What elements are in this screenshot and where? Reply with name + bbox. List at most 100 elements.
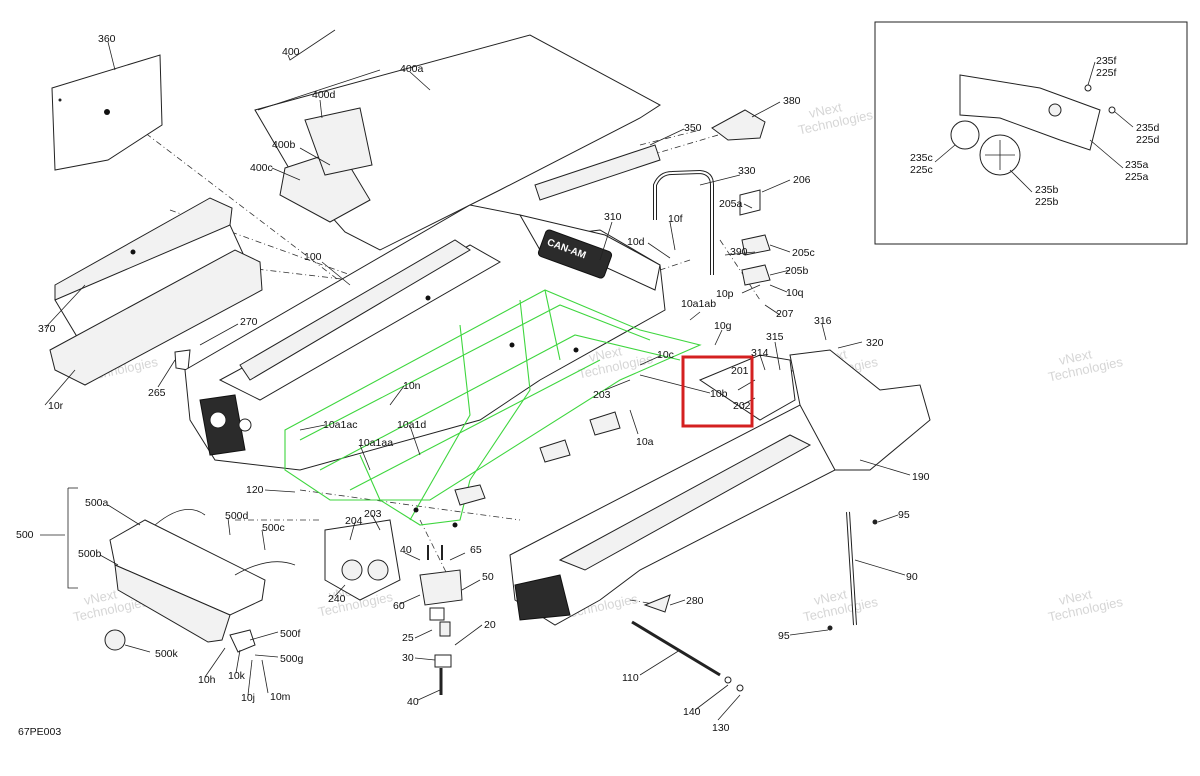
callout-95[interactable]: 95 [778, 630, 790, 642]
callout-10n[interactable]: 10n [403, 380, 421, 392]
diagram-code: 67PE003 [18, 726, 61, 738]
callout-20[interactable]: 20 [484, 619, 496, 631]
callout-316[interactable]: 316 [814, 315, 832, 327]
part-330-handle [653, 169, 771, 286]
callout-400d[interactable]: 400d [312, 89, 336, 101]
callout-370[interactable]: 370 [38, 323, 56, 335]
callout-10b[interactable]: 10b [710, 388, 728, 400]
callout-50[interactable]: 50 [482, 571, 494, 583]
watermark: vNext [1058, 586, 1094, 608]
callout-90[interactable]: 90 [906, 571, 918, 583]
callout-10r[interactable]: 10r [48, 400, 64, 412]
callout-10g[interactable]: 10g [714, 320, 732, 332]
callout-140[interactable]: 140 [683, 706, 701, 718]
callout-225a[interactable]: 225a [1125, 171, 1149, 183]
callout-201[interactable]: 201 [731, 365, 749, 377]
callout-265[interactable]: 265 [148, 387, 166, 399]
callout-315[interactable]: 315 [766, 331, 784, 343]
part-90-strut [827, 511, 878, 631]
callout-235d[interactable]: 235d [1136, 122, 1160, 134]
callout-10d[interactable]: 10d [627, 236, 645, 248]
callout-40[interactable]: 40 [407, 696, 419, 708]
callout-225b[interactable]: 225b [1035, 196, 1059, 208]
callout-207[interactable]: 207 [776, 308, 794, 320]
callout-400[interactable]: 400 [282, 46, 300, 58]
callout-10a1aa[interactable]: 10a1aa [358, 437, 393, 449]
callout-10f[interactable]: 10f [668, 213, 683, 225]
callout-500g[interactable]: 500g [280, 653, 304, 665]
part-380-plate [711, 109, 766, 141]
callout-10p[interactable]: 10p [716, 288, 734, 300]
callout-380[interactable]: 380 [783, 95, 801, 107]
callout-500c[interactable]: 500c [262, 522, 285, 534]
part-360-panel [51, 54, 163, 171]
callout-400b[interactable]: 400b [272, 139, 296, 151]
callout-235c[interactable]: 235c [910, 152, 933, 164]
part-hinge-cluster [419, 545, 463, 695]
callout-10a[interactable]: 10a [636, 436, 654, 448]
callout-95[interactable]: 95 [898, 509, 910, 521]
callout-235a[interactable]: 235a [1125, 159, 1149, 171]
callout-205b[interactable]: 205b [785, 265, 809, 277]
callout-100[interactable]: 100 [304, 251, 322, 263]
callout-205c[interactable]: 205c [792, 247, 815, 259]
callout-120[interactable]: 120 [246, 484, 264, 496]
callout-65[interactable]: 65 [470, 544, 482, 556]
callout-400c[interactable]: 400c [250, 162, 273, 174]
callout-500a[interactable]: 500a [85, 497, 109, 509]
callout-110[interactable]: 110 [622, 672, 639, 684]
callout-330[interactable]: 330 [738, 165, 756, 177]
callout-390[interactable]: 390 [730, 246, 748, 258]
callout-310[interactable]: 310 [604, 211, 622, 223]
callout-203[interactable]: 203 [364, 508, 382, 520]
callout-314[interactable]: 314 [751, 347, 769, 359]
part-500-tailgate [104, 508, 296, 653]
callout-240[interactable]: 240 [328, 593, 346, 605]
callout-40[interactable]: 40 [400, 544, 412, 556]
callout-130[interactable]: 130 [712, 722, 730, 734]
inset-panel [874, 21, 1188, 245]
callout-202[interactable]: 202 [733, 400, 751, 412]
callout-204[interactable]: 204 [345, 515, 363, 527]
callout-270[interactable]: 270 [240, 316, 258, 328]
callout-350[interactable]: 350 [684, 122, 702, 134]
callout-203[interactable]: 203 [593, 389, 611, 401]
callout-225d[interactable]: 225d [1136, 134, 1160, 146]
callout-235b[interactable]: 235b [1035, 184, 1059, 196]
callout-10q[interactable]: 10q [786, 287, 804, 299]
callout-500d[interactable]: 500d [225, 510, 249, 522]
callout-225c[interactable]: 225c [910, 164, 933, 176]
callout-500k[interactable]: 500k [155, 648, 179, 660]
callout-205a[interactable]: 205a [719, 198, 743, 210]
callout-500b[interactable]: 500b [78, 548, 102, 560]
callout-10h[interactable]: 10h [198, 674, 216, 686]
part-280-cover [643, 594, 671, 613]
callout-10m[interactable]: 10m [270, 691, 291, 703]
callout-500f[interactable]: 500f [280, 628, 301, 640]
callout-280[interactable]: 280 [686, 595, 704, 607]
callout-25[interactable]: 25 [402, 632, 414, 644]
callout-10j[interactable]: 10j [241, 692, 255, 704]
callout-10a1ac[interactable]: 10a1ac [323, 419, 357, 431]
callout-10a1ab[interactable]: 10a1ab [681, 298, 716, 310]
callout-10a1d[interactable]: 10a1d [397, 419, 426, 431]
callout-360[interactable]: 360 [98, 33, 116, 45]
callout-400a[interactable]: 400a [400, 63, 424, 75]
callout-30[interactable]: 30 [402, 652, 414, 664]
callout-225f[interactable]: 225f [1096, 67, 1117, 79]
part-100-bed: CAN-AM [184, 204, 666, 471]
callout-500[interactable]: 500 [16, 529, 34, 541]
callout-320[interactable]: 320 [866, 337, 884, 349]
watermark: vNext [808, 99, 844, 121]
callout-60[interactable]: 60 [393, 600, 405, 612]
watermark: vNext [813, 586, 849, 608]
watermark: vNext [1058, 346, 1094, 368]
part-10a-inner-frame [284, 289, 702, 528]
part-190-rail [509, 349, 931, 626]
callout-206[interactable]: 206 [793, 174, 811, 186]
callout-190[interactable]: 190 [912, 471, 930, 483]
highlight-box [681, 355, 754, 428]
callout-10k[interactable]: 10k [228, 670, 246, 682]
callout-235f[interactable]: 235f [1096, 55, 1117, 67]
callout-10c[interactable]: 10c [657, 349, 674, 361]
